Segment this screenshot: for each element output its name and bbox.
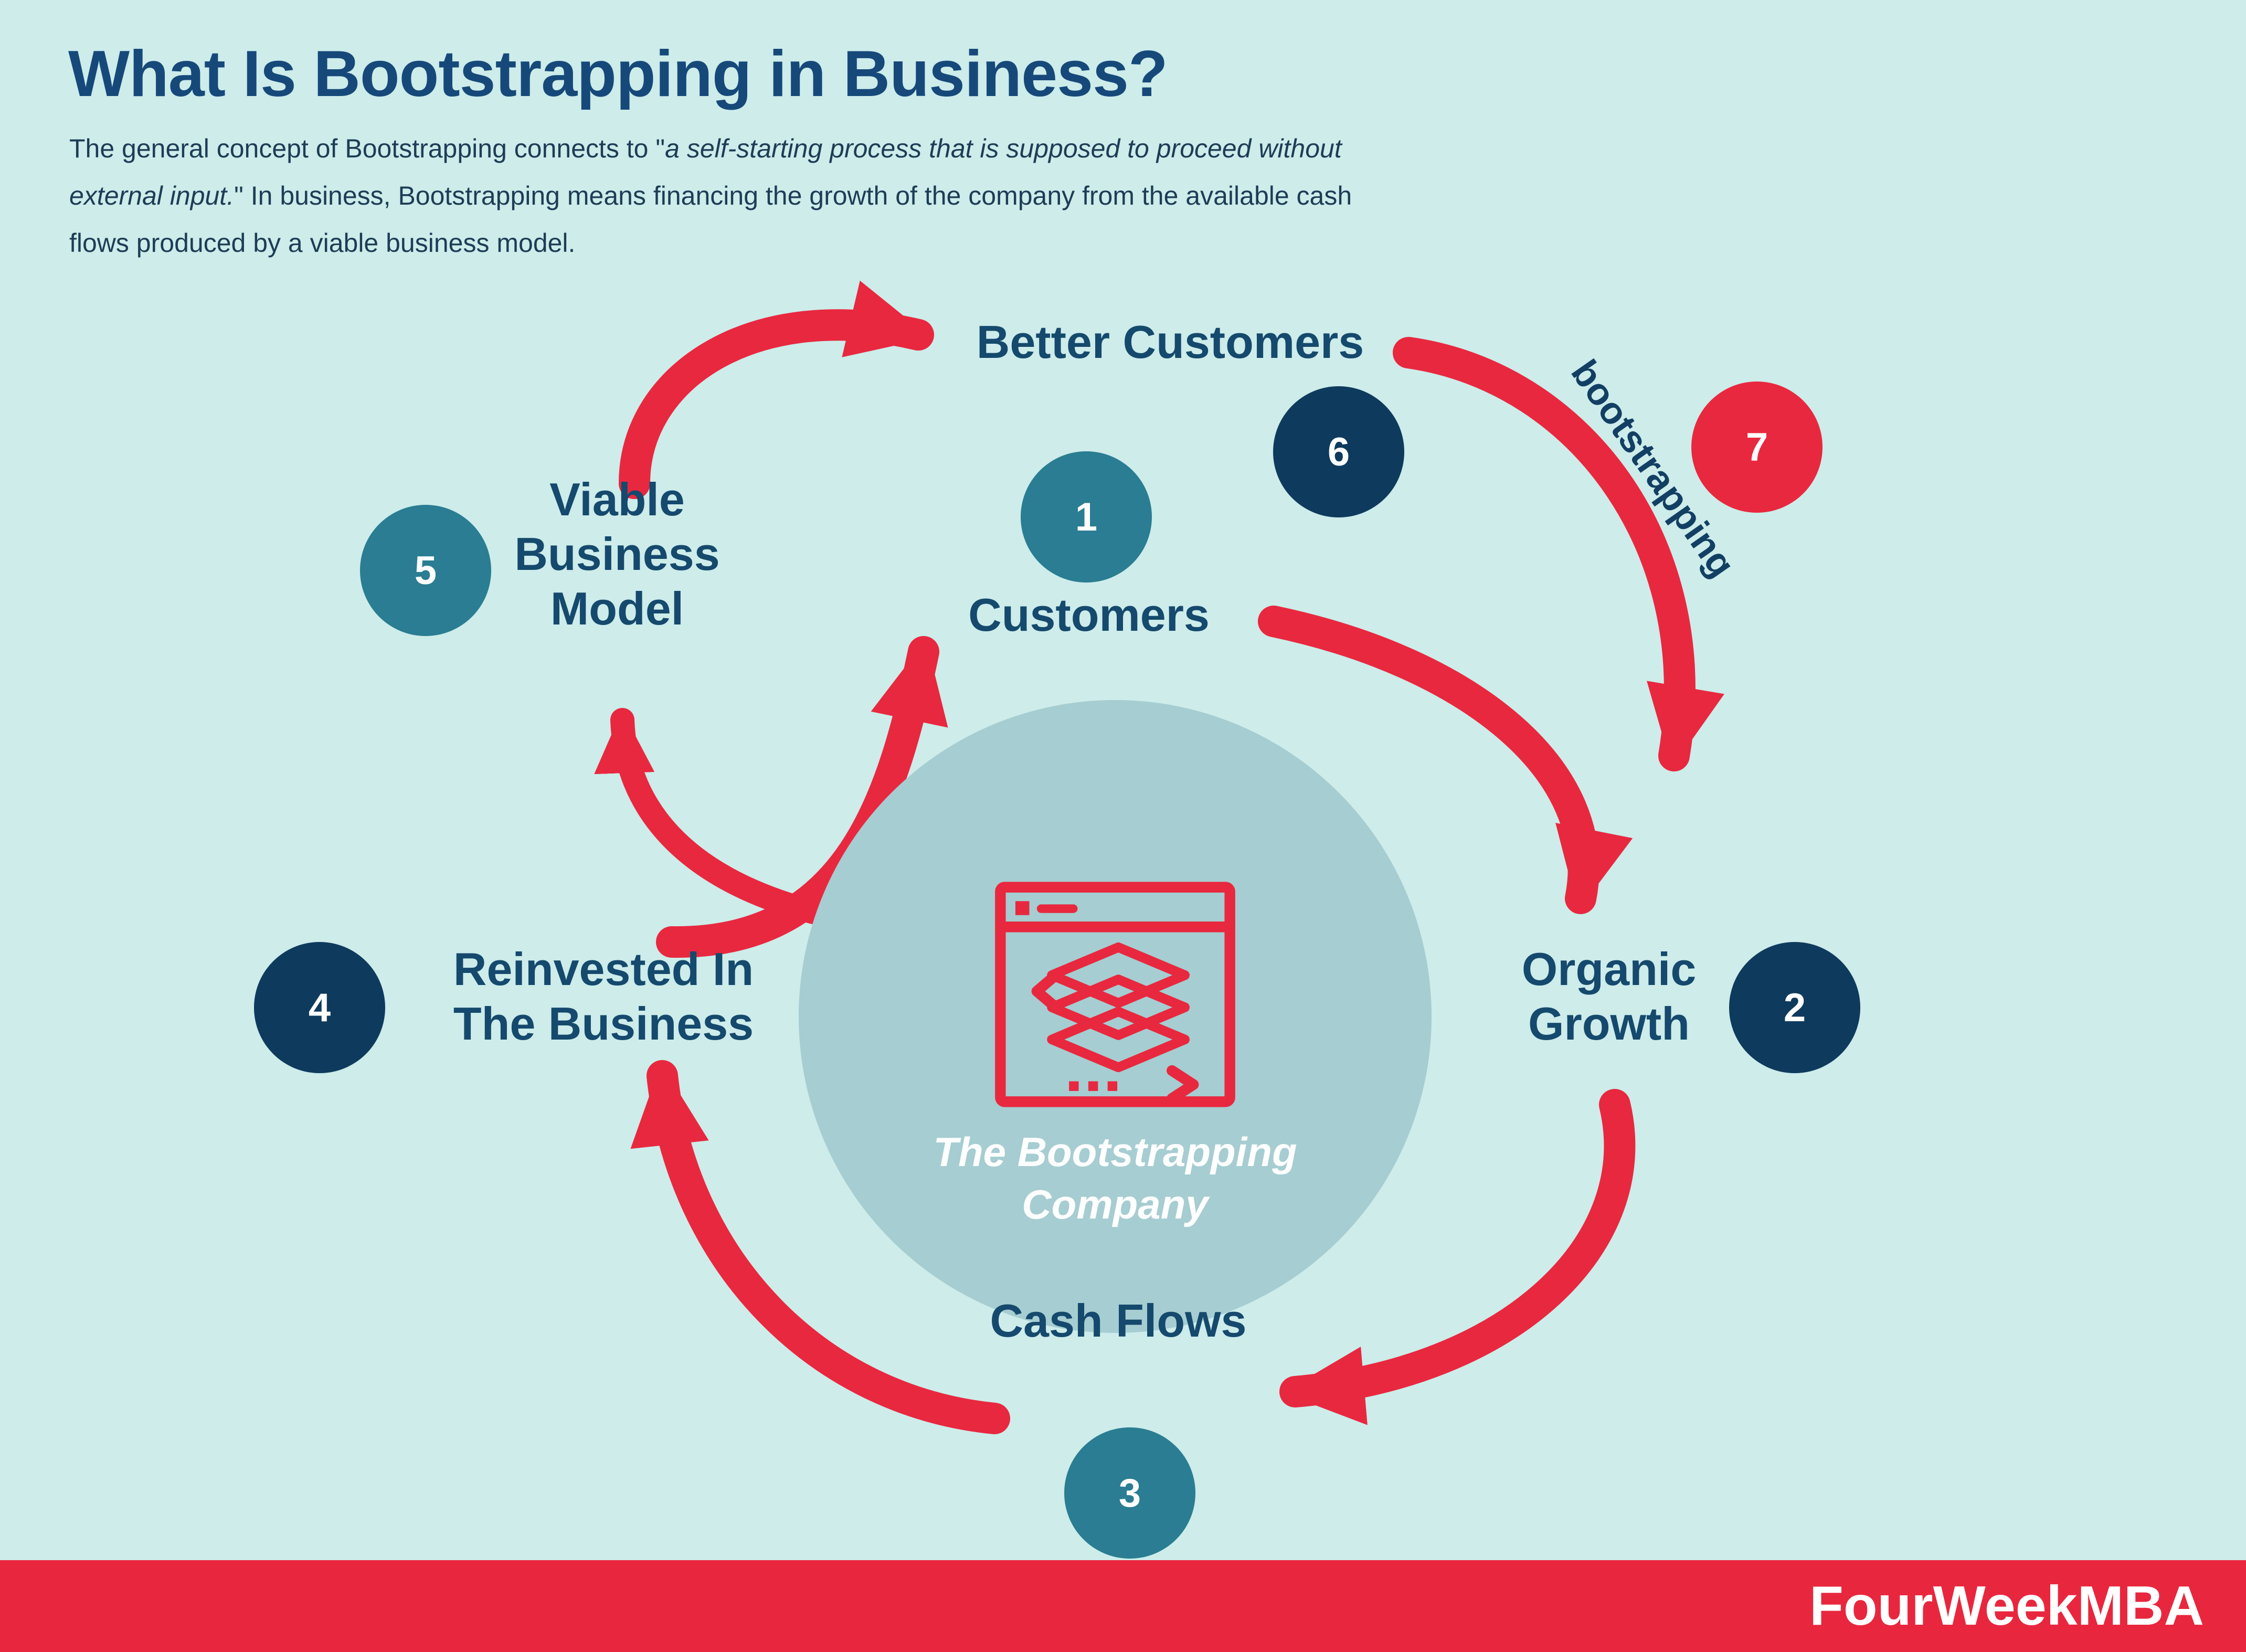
browser-layers-icon: [995, 882, 1235, 1107]
intro-text-part1: The general concept of Bootstrapping con…: [69, 134, 665, 163]
node-label-customers: Customers: [968, 589, 1210, 641]
center-label-line2: Company: [1022, 1181, 1209, 1227]
intro-text-quote: a self-starting process that is supposed…: [69, 134, 1342, 210]
node-label-viable-business-model: Viable Business Model: [514, 473, 720, 634]
arrow-customers-to-organic-growth: [1258, 606, 1633, 914]
node-label-better-customers: Better Customers: [976, 316, 1364, 368]
step-badge-1: 1: [1021, 451, 1152, 583]
step-badge-3: 3: [1064, 1427, 1195, 1559]
center-label-line1: The Bootstrapping: [933, 1129, 1297, 1175]
step-badge-5: 5: [360, 505, 491, 636]
node-label-reinvested-in-the-business: Reinvested In The Business: [453, 943, 754, 1050]
arrow-center-to-viable: [594, 708, 825, 924]
step-badge-4: 4: [254, 942, 385, 1073]
footer-bar: FourWeekMBA: [0, 1560, 2246, 1652]
arrow-cash-flows-to-reinvested: [630, 1060, 1010, 1434]
step-badge-6: 6: [1273, 386, 1404, 517]
node-label-organic-growth: Organic Growth: [1521, 943, 1697, 1050]
intro-paragraph: The general concept of Bootstrapping con…: [69, 125, 1365, 267]
brand-logo-text: FourWeekMBA: [1809, 1575, 2204, 1637]
arrow-better-customers-to-organic-growth: [1393, 337, 1724, 771]
page-title: What Is Bootstrapping in Business?: [68, 38, 1168, 110]
arrow-organic-growth-to-cash-flows: [1279, 1089, 1636, 1425]
step-badge-2: 2: [1729, 942, 1860, 1073]
intro-text-part2: " In business, Bootstrapping means finan…: [69, 181, 1352, 258]
step-badge-7: 7: [1691, 382, 1823, 513]
node-label-cash-flows: Cash Flows: [990, 1295, 1247, 1347]
arrow-viable-to-better-customers: [619, 280, 934, 499]
